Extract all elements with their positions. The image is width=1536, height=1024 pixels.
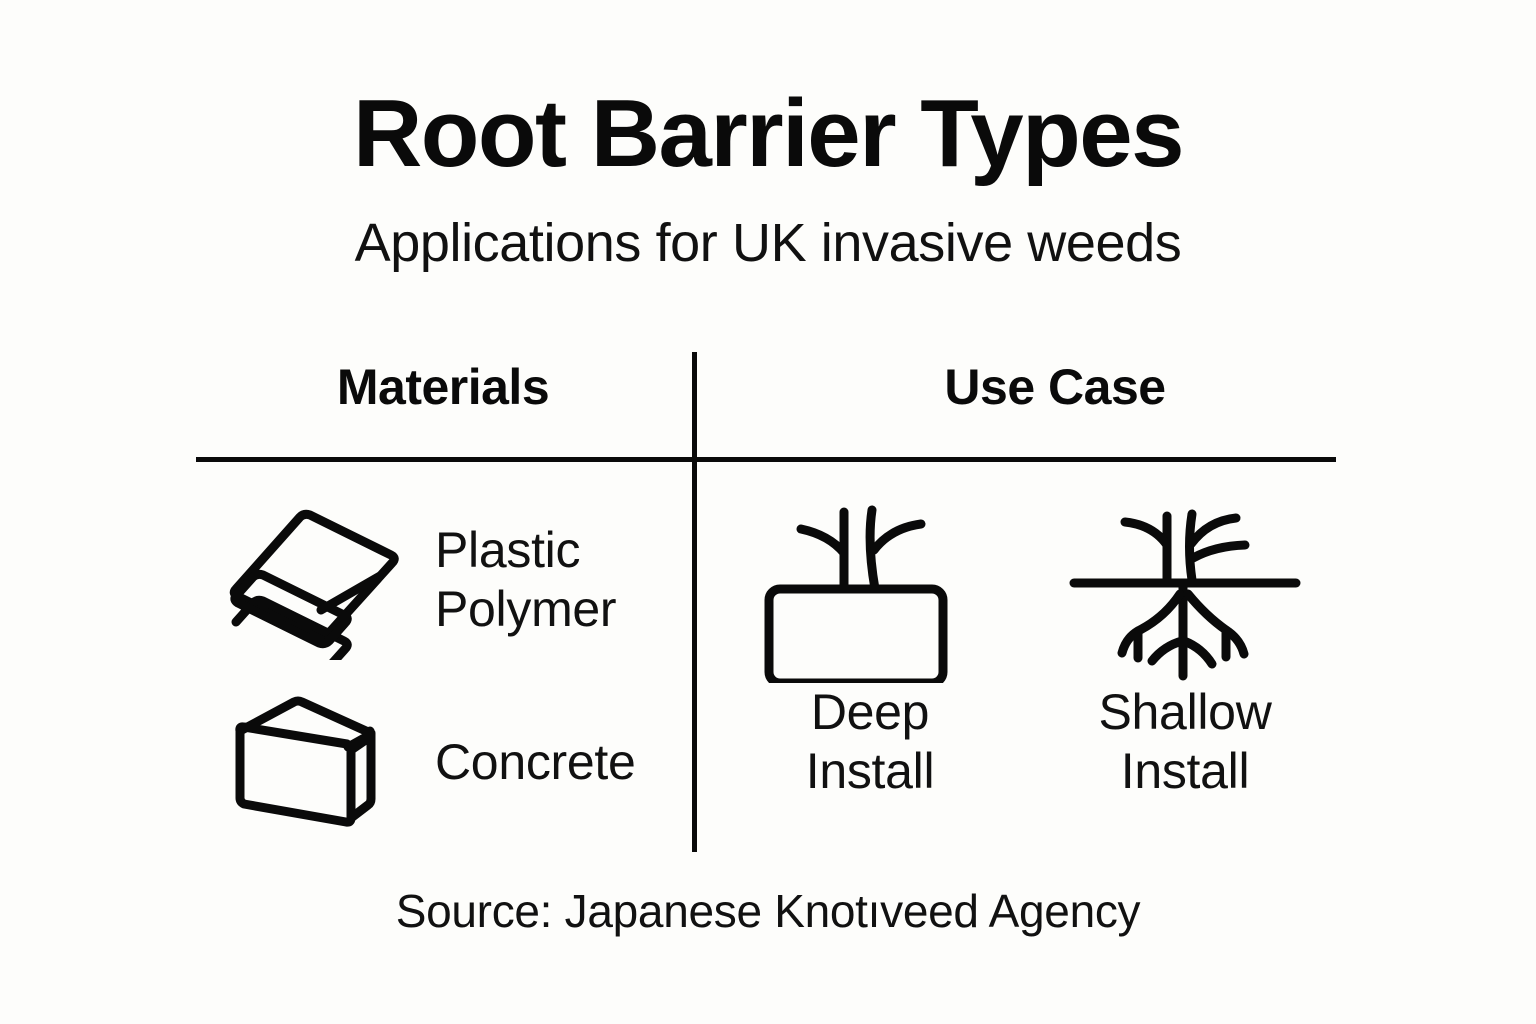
material-row-plastic-polymer: Plastic Polymer [228, 500, 617, 660]
concrete-cube-icon [228, 695, 403, 830]
use-case-label-deep-install: Deep Install [805, 684, 935, 799]
material-label-concrete: Concrete [435, 734, 636, 790]
column-header-use-case: Use Case [944, 359, 1166, 415]
shallow-root-icon [1060, 498, 1310, 683]
material-label-plastic-polymer: Plastic Polymer [435, 522, 617, 637]
page-subtitle: Applications for UK invasive weeds [354, 213, 1182, 273]
column-divider-vertical [692, 352, 697, 852]
stacked-sheets-icon [228, 500, 403, 660]
page-title: Root Barrier Types [352, 80, 1185, 187]
use-case-label-shallow-install: Shallow Install [1098, 684, 1272, 799]
header-divider-horizontal [196, 457, 1336, 462]
use-case-deep-install: Deep Install [745, 498, 995, 801]
source-attribution: Source: Japanese Knotıveed Agency [395, 885, 1141, 937]
material-row-concrete: Concrete [228, 695, 636, 830]
deep-barrier-icon [745, 498, 995, 683]
use-case-shallow-install: Shallow Install [1060, 498, 1310, 801]
column-header-materials: Materials [336, 359, 550, 415]
